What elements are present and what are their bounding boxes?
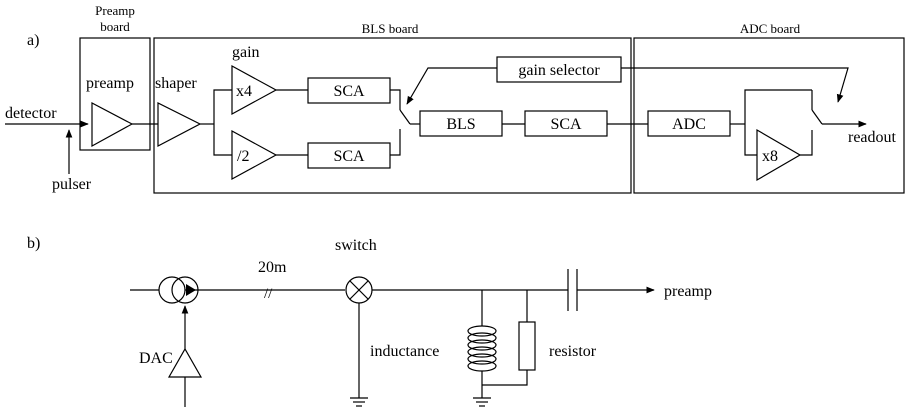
switch-a-blade xyxy=(399,109,411,125)
gain-selector-arrow-left xyxy=(406,67,497,105)
sca-bottom-label: SCA xyxy=(333,148,365,165)
gain-x4-label: x4 xyxy=(236,83,252,100)
dac-label: DAC xyxy=(139,350,173,367)
resistor-label: resistor xyxy=(549,343,597,360)
sca-top-label: SCA xyxy=(333,83,365,100)
gain-selector-arrow-right xyxy=(621,67,849,103)
current-source-arrowhead xyxy=(186,284,196,296)
switch-b-blade xyxy=(811,109,823,125)
resistor-bottom-wire xyxy=(482,370,528,386)
gain-half-triangle xyxy=(231,129,278,181)
bls-label: BLS xyxy=(446,116,475,133)
shaper-label: shaper xyxy=(155,75,197,92)
adc-label: ADC xyxy=(672,116,706,133)
gain-x8-triangle xyxy=(756,128,802,182)
switch-label: switch xyxy=(335,237,377,254)
sca-bottom-box xyxy=(307,142,391,169)
gain-selector-label: gain selector xyxy=(518,62,600,79)
preamp-label: preamp xyxy=(86,75,134,92)
length-label: 20m xyxy=(258,259,287,276)
inductance-label: inductance xyxy=(370,343,439,360)
gain-label: gain xyxy=(232,44,260,61)
gain-x4-triangle xyxy=(231,64,278,116)
cable-break-slashes: // xyxy=(264,286,273,302)
switch-cross-2 xyxy=(349,280,369,300)
dac-triangle xyxy=(167,347,203,378)
resistor-body xyxy=(518,321,536,371)
preamp-triangle xyxy=(91,102,134,148)
sca-top-box xyxy=(307,77,391,104)
pulser-label: pulser xyxy=(52,176,92,193)
wire-sca-top-switch xyxy=(390,89,401,110)
detector-label: detector xyxy=(5,105,57,122)
sca-main-label: SCA xyxy=(550,116,582,133)
wire-adc-branches xyxy=(744,89,812,156)
gain-half-label: /2 xyxy=(237,148,249,165)
inductor-coil xyxy=(467,325,497,372)
preamp-board-label-line2: board xyxy=(100,19,130,34)
gain-selector-box xyxy=(496,56,622,83)
preamp-board-label-line1: Preamp xyxy=(95,3,135,18)
panel-b-label: b) xyxy=(27,235,40,252)
bls-board-label: BLS board xyxy=(362,21,419,36)
wire-x8-switch xyxy=(800,130,813,156)
sca-main-box xyxy=(524,110,608,137)
current-source-circle-right xyxy=(171,276,199,304)
preamp-output-label: preamp xyxy=(664,283,712,300)
shaper-triangle xyxy=(157,102,202,147)
gain-x8-label: x8 xyxy=(762,148,778,165)
adc-board-label: ADC board xyxy=(740,21,801,36)
panel-a-label: a) xyxy=(27,32,39,49)
wire-sca-bottom-switch xyxy=(390,129,401,156)
wire-split xyxy=(213,89,232,156)
readout-label: readout xyxy=(848,129,897,146)
